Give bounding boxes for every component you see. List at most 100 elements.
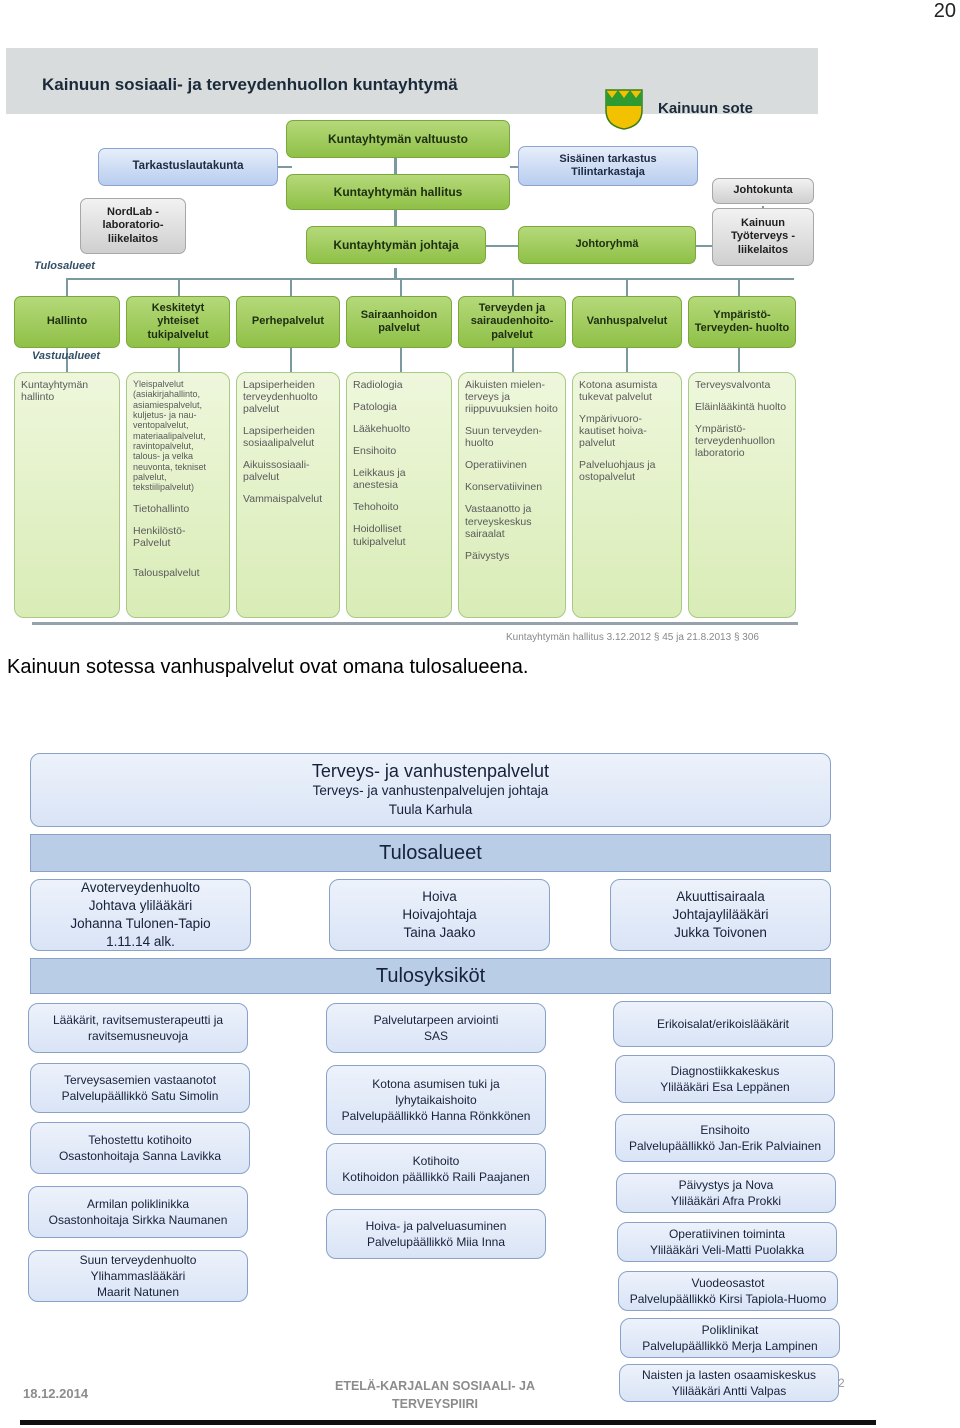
unit-laakarit: Lääkärit, ravitsemusterapeutti ja ravits… [28,1003,248,1053]
slide-date: 18.12.2014 [23,1386,89,1401]
unit-line: Vuodeosastot [691,1275,765,1290]
vastuualue-item: Kotona asumista tukevat palvelut [579,379,658,404]
unit-line: Suun terveydenhuolto [79,1252,197,1267]
tulosalue-ymparistoterveys: Ympäristö- Terveyden- huolto [688,296,796,348]
vastuualue-item: Suun terveyden- huolto [465,425,543,450]
unit-diagnostiikka: Diagnostiikkakeskus Ylilääkäri Esa Leppä… [615,1055,835,1103]
vastuualue-item: Aikuisten mielen- terveys ja riippuvuuks… [465,379,558,416]
unit-line: Armilan poliklinikka [86,1196,190,1211]
unit-line: Ylilääkäri Esa Leppänen [660,1080,790,1094]
vastuualue-item: Konservatiivinen [465,481,543,494]
vastuualue-item: Tehohoito [353,501,399,514]
vastuualue-item: Patologia [353,401,397,414]
divider [20,1420,876,1425]
unit-line: Palvelupäällikkö Hanna Rönkkönen [341,1109,531,1124]
area-hoiva: Hoiva Hoivajohtaja Taina Jaako [329,879,550,951]
box-johtokunta: Johtokunta [712,178,814,204]
unit-line: Osastonhoitaja Sirkka Naumanen [48,1213,228,1227]
vastuualue-item: Vastaanotto ja terveyskeskus sairaalat [465,503,532,540]
vastuualue-item: Lapsiperheiden terveydenhuolto palvelut [243,379,318,416]
unit-line: Osastonhoitaja Sanna Lavikka [58,1149,222,1163]
unit-line: Palvelupäällikkö Satu Simolin [61,1089,219,1103]
box-sisainen-tarkastus: Sisäinen tarkastus Tilintarkastaja [518,146,698,186]
unit-ensihoito: Ensihoito Palvelupäällikkö Jan-Erik Palv… [615,1114,835,1162]
unit-line: Kotona asumisen tuki ja [372,1076,500,1091]
unit-line: Hoiva- ja palveluasuminen [365,1218,507,1233]
slide-organization: ETELÄ-KARJALAN SOSIAALI- JA TERVEYSPIIRI [320,1377,550,1413]
unit-line: Maarit Natunen [96,1285,180,1300]
box-tarkastuslautakunta: Tarkastuslautakunta [98,148,278,186]
sisainen-label: Sisäinen tarkastus [559,152,657,165]
slide-number: 2 [838,1376,845,1390]
area-line: Taina Jaako [403,925,476,941]
box-hallitus: Kuntayhtymän hallitus [286,174,510,210]
unit-line: Palvelutarpeen arviointi [373,1012,499,1027]
unit-operatiivinen: Operatiivinen toiminta Ylilääkäri Veli-M… [617,1222,837,1262]
vastuualue-item: Radiologia [353,379,403,391]
vastuualue-col-ymparistoterveys: Terveysvalvonta Eläinlääkintä huolto Ymp… [688,372,796,618]
vastuualue-item: Ensihoito [353,445,397,458]
unit-line: Lääkärit, ravitsemusterapeutti ja [52,1012,224,1027]
org-line: TERVEYSPIIRI [392,1397,478,1412]
unit-line: Kotihoito [412,1153,460,1168]
vastuualue-item: Henkilöstö- Palvelut [133,524,186,549]
area-line: Akuuttisairaala [676,888,765,904]
unit-line: Poliklinikat [701,1322,759,1337]
vastuualue-item: Yleispalvelut (asiakirjahallinto, asiami… [133,379,207,493]
top-name: Tuula Karhula [388,801,473,817]
tulosalueet-label: Tulosalueet [34,260,95,272]
unit-line: Ensihoito [700,1122,750,1137]
box-nordlab: NordLab -laboratorio- liikelaitos [80,198,186,254]
box-johtoryhma: Johtoryhmä [518,226,696,264]
unit-line: Palvelupäällikkö Miia Inna [366,1235,506,1249]
unit-line: Palvelupäällikkö Merja Lampinen [642,1339,818,1353]
unit-line: Palvelupäällikkö Kirsi Tapiola-Huomo [629,1292,827,1306]
unit-line: Kotihoidon päällikkö Raili Paajanen [342,1170,530,1184]
unit-hoiva-asuminen: Hoiva- ja palveluasuminen Palvelupäällik… [326,1209,546,1259]
vastuualue-col-perhepalvelut: Lapsiperheiden terveydenhuolto palvelut … [236,372,340,618]
unit-paivystys: Päivystys ja Nova Ylilääkäri Afra Prokki [616,1173,836,1213]
vastuualue-item: Aikuissosiaali- palvelut [243,459,310,484]
vastuualue-item: Päivystys [465,549,510,562]
unit-palvelutarve: Palvelutarpeen arviointi SAS [326,1003,546,1053]
vastuualue-col-terveydenhoito: Aikuisten mielen- terveys ja riippuvuuks… [458,372,566,618]
area-line: Jukka Toivonen [674,925,767,941]
vastuualue-item: Eläinlääkintä huolto [695,401,787,414]
area-line: 1.11.14 alk. [106,934,175,950]
box-tyoterveys: Kainuun Työterveys -liikelaitos [712,208,814,266]
unit-line: Naisten ja lasten osaamiskeskus [641,1367,817,1382]
top-title: Terveys- ja vanhustenpalvelut [311,761,550,782]
vastuualue-item: Tietohallinto [133,502,190,515]
tulosalue-tukipalvelut: Keskitetyt yhteiset tukipalvelut [126,296,230,348]
area-line: Avoterveydenhuolto [80,879,201,895]
vastuualue-item: Hoidolliset tukipalvelut [353,523,406,548]
ekso-org-chart: Terveys- ja vanhustenpalvelut Terveys- j… [20,745,880,1428]
top-management-box: Terveys- ja vanhustenpalvelut Terveys- j… [30,753,831,827]
area-akuuttisairaala: Akuuttisairaala Johtajaylilääkäri Jukka … [610,879,831,951]
vastuualue-item: Kuntayhtymän hallinto [21,379,89,404]
vastuualue-item: Ympäristö- terveydenhuollon laboratorio [695,423,775,460]
unit-erikoisalat: Erikoisalat/erikoislääkärit [613,1001,833,1047]
area-line: Hoiva [422,888,457,904]
unit-line: Diagnostiikkakeskus [670,1063,780,1078]
unit-suun-terveydenhuolto: Suun terveydenhuolto Ylihammaslääkäri Ma… [28,1250,248,1302]
unit-kotona-asuminen: Kotona asumisen tuki ja lyhytaikaishoito… [326,1065,546,1135]
area-line: Johanna Tulonen-Tapio [70,916,211,931]
vastuualueet-label: Vastuualueet [32,350,101,362]
unit-line: ravitsemusneuvoja [87,1029,189,1043]
vastuualue-item: Talouspalvelut [133,566,200,579]
unit-terveysasemat: Terveysasemien vastaanotot Palvelupäälli… [30,1063,250,1113]
box-valtuusto: Kuntayhtymän valtuusto [286,120,510,158]
unit-line: Ylilääkäri Antti Valpas [671,1384,787,1398]
band-tulosyksikot: Tulosyksiköt [30,958,831,994]
tulosalue-terveydenhoito: Terveyden ja sairaudenhoito- palvelut [458,296,566,348]
area-line: Johtava ylilääkäri [88,897,193,913]
unit-line: Operatiivinen toiminta [668,1226,786,1241]
tilintarkastaja-label: Tilintarkastaja [571,166,645,178]
area-avoterveydenhuolto: Avoterveydenhuolto Johtava ylilääkäri Jo… [30,879,251,951]
vastuualue-col-sairaanhoito: Radiologia Patologia Lääkehuolto Ensihoi… [346,372,452,618]
vastuualue-item: Lääkehuolto [353,423,411,436]
unit-line: Ylihammaslääkäri [90,1268,186,1283]
chart-title: Kainuun sosiaali- ja terveydenhuollon ku… [42,75,458,94]
unit-line: Ylilääkäri Veli-Matti Puolakka [649,1243,805,1257]
